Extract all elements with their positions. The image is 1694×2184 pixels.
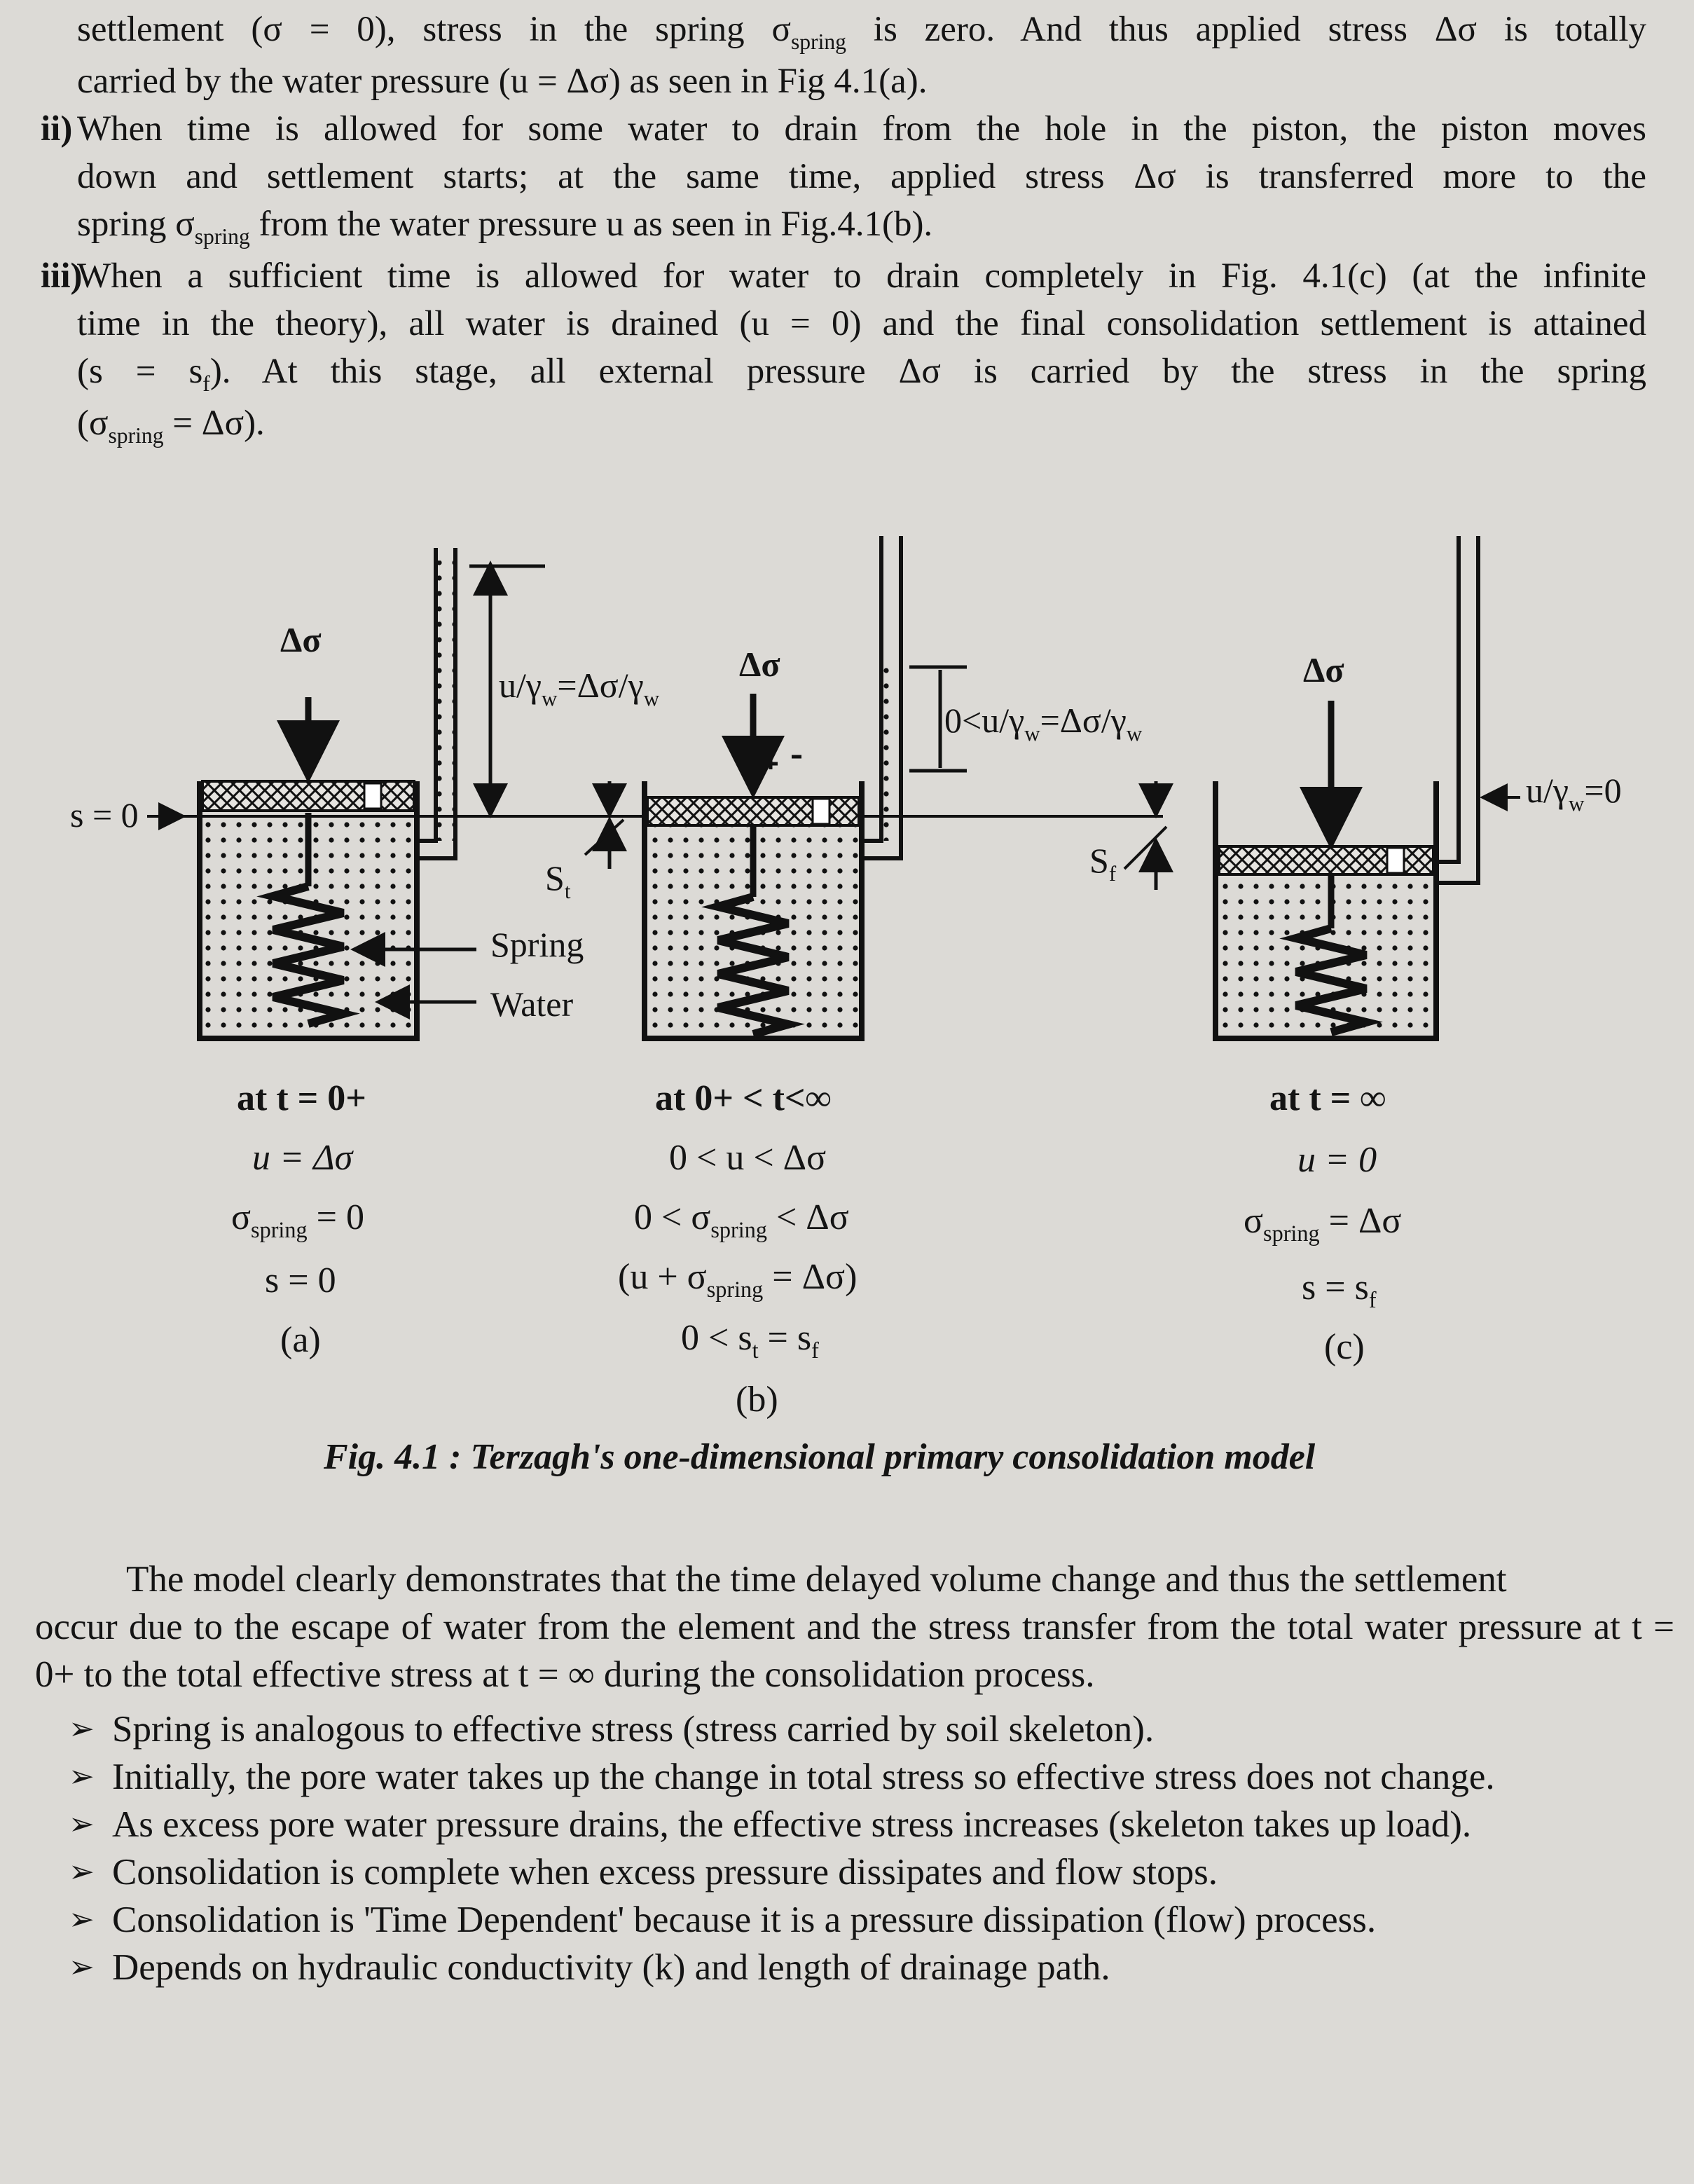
settlement-label-b: 0 < st = sf xyxy=(681,1318,819,1364)
list-item: ➢As excess pore water pressure drains, t… xyxy=(35,1801,1674,1848)
u-label-b: 0 < u < Δσ xyxy=(669,1138,827,1178)
u-label-c: u = 0 xyxy=(1297,1140,1377,1180)
time-label-a: at t = 0+ xyxy=(237,1078,366,1118)
arrow-bullet-icon: ➢ xyxy=(69,1855,95,1889)
u-label-a: u = Δσ xyxy=(252,1138,353,1178)
top-text-block: settlement (σ = 0), stress in the spring… xyxy=(41,6,1646,451)
settlement-label-a: s = 0 xyxy=(265,1261,336,1300)
water-label: Water xyxy=(490,984,574,1024)
text-line: time in the theory), all water is draine… xyxy=(77,304,1646,343)
tag-a: (a) xyxy=(280,1320,321,1360)
stress-label-a: σspring = 0 xyxy=(231,1197,364,1243)
text-line: settlement (σ = 0), stress in the spring… xyxy=(77,10,1646,54)
summary-paragraph: The model clearly demonstrates that the … xyxy=(35,1559,1674,1695)
time-label-c: at t = ∞ xyxy=(1269,1078,1386,1118)
arrow-bullet-icon: ➢ xyxy=(69,1807,95,1841)
spring-label: Spring xyxy=(490,925,584,964)
container-c xyxy=(1213,536,1520,1041)
head-label-b: 0<u/γw=Δσ/γw xyxy=(944,701,1143,746)
time-label-b: at 0+ < t<∞ xyxy=(655,1078,832,1118)
list-item-iii: iii) When a sufficient time is allowed f… xyxy=(41,256,1646,296)
arrow-bullet-icon: ➢ xyxy=(69,1712,95,1746)
arrow-bullet-icon: ➢ xyxy=(69,1759,95,1794)
bullet-list: ➢Spring is analogous to effective stress… xyxy=(35,1705,1674,1991)
st-label: St xyxy=(545,858,571,903)
text-line: (s = sf). At this stage, all external pr… xyxy=(77,352,1646,396)
stress-sum-label-b: (u + σspring = Δσ) xyxy=(618,1257,858,1303)
list-item: ➢Initially, the pore water takes up the … xyxy=(35,1753,1674,1801)
list-item: ➢Consolidation is 'Time Dependent' becau… xyxy=(35,1896,1674,1944)
list-item: ➢Spring is analogous to effective stress… xyxy=(35,1705,1674,1753)
load-label-c: Δσ xyxy=(1303,650,1344,689)
text-line: spring σspring from the water pressure u… xyxy=(77,205,933,249)
arrow-bullet-icon: ➢ xyxy=(69,1950,95,1984)
s-zero-label: s = 0 xyxy=(70,795,139,835)
text-line: carried by the water pressure (u = Δσ) a… xyxy=(77,62,928,101)
container-a xyxy=(197,548,545,1041)
list-item: ➢Depends on hydraulic conductivity (k) a… xyxy=(35,1944,1674,1991)
container-b xyxy=(642,536,967,1041)
load-label-b: Δσ xyxy=(739,645,780,684)
figure-drawing xyxy=(147,536,1520,1041)
settlement-label-c: s = sf xyxy=(1302,1268,1377,1313)
sf-label: Sf xyxy=(1089,841,1117,886)
stress-label-b: 0 < σspring < Δσ xyxy=(634,1197,849,1243)
stress-label-c: σspring = Δσ xyxy=(1244,1201,1402,1246)
arrow-bullet-icon: ➢ xyxy=(69,1902,95,1937)
head-label-c: u/γw=0 xyxy=(1526,771,1622,816)
tag-c: (c) xyxy=(1324,1327,1365,1367)
text-line: down and settlement starts; at the same … xyxy=(77,157,1646,196)
head-label-a: u/γw=Δσ/γw xyxy=(499,666,660,710)
load-label-a: Δσ xyxy=(280,620,322,659)
figure-caption: Fig. 4.1 : Terzagh's one-dimensional pri… xyxy=(324,1437,1316,1477)
list-item-ii: ii) When time is allowed for some water … xyxy=(41,109,1646,149)
consolidation-figure: Δσ Δσ Δσ s = 0 u/γw=Δσ/γw 0<u/γw=Δσ/γw u… xyxy=(0,462,1694,1534)
tag-b: (b) xyxy=(736,1380,778,1420)
bottom-text-block: The model clearly demonstrates that the … xyxy=(35,1555,1674,1991)
text-line: (σspring = Δσ). xyxy=(77,404,265,448)
list-item: ➢Consolidation is complete when excess p… xyxy=(35,1848,1674,1896)
